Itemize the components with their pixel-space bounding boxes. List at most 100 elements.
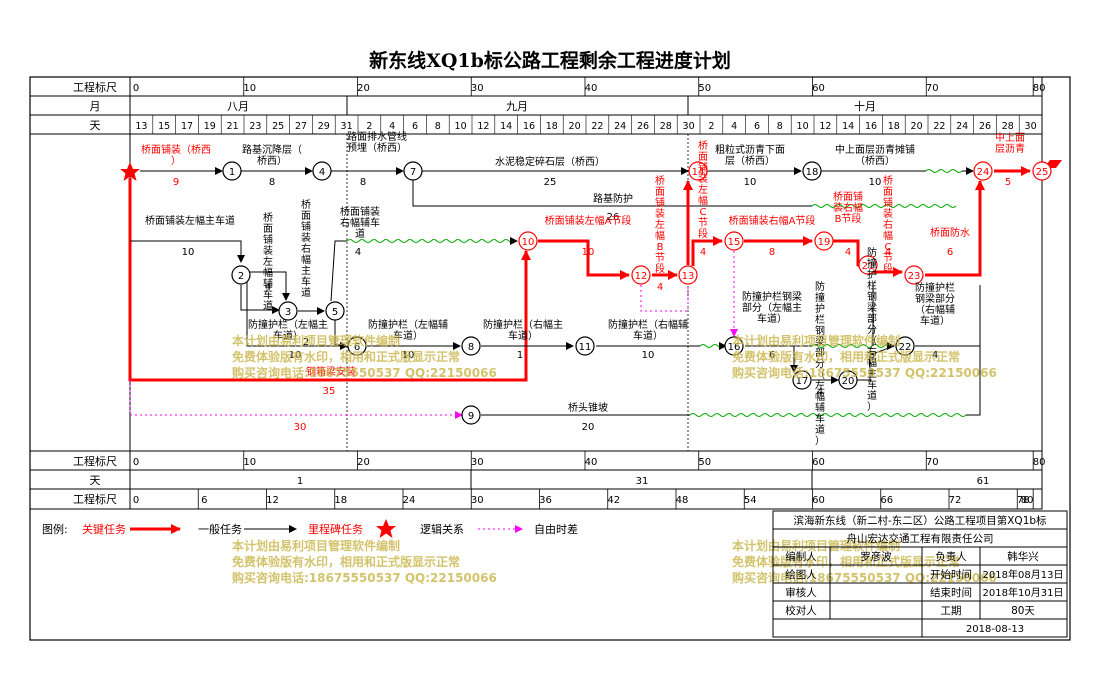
- day-label: 10: [797, 121, 809, 132]
- network-node: 16: [724, 336, 744, 356]
- network-node: 18: [802, 161, 822, 181]
- day-label: 4: [731, 121, 737, 132]
- info-company: 舟山宏达交通工程有限责任公司: [847, 532, 994, 545]
- node-number: 15: [728, 237, 741, 248]
- top-tick-label: 40: [585, 83, 598, 94]
- top-tick-label: 50: [698, 83, 711, 94]
- network-node: 20: [838, 370, 858, 390]
- bottom-tick-label: 80: [1033, 457, 1046, 468]
- milestone-star-icon: [120, 162, 140, 181]
- network-node: 1: [222, 161, 242, 181]
- info-period: 80天: [1011, 605, 1035, 617]
- task-duration: 4: [817, 387, 823, 398]
- node-number: 25: [1036, 167, 1049, 178]
- node-number: 3: [285, 307, 291, 318]
- day-label: 15: [158, 121, 170, 132]
- bottom-tick-label-2: 80: [1021, 495, 1034, 506]
- info-reviewer-label: 审核人: [785, 586, 817, 599]
- bottom-tick-label-2: 6: [201, 495, 207, 506]
- info-owner-label: 负责人: [935, 550, 967, 563]
- page-title: 新东线XQ1b标公路工程剩余工程进度计划: [369, 50, 731, 72]
- task-name: 中上面层沥青: [995, 131, 1025, 155]
- day-label: 24: [956, 121, 968, 132]
- day-label: 30: [1025, 121, 1037, 132]
- bottom-tick-label: 50: [698, 457, 711, 468]
- task-duration: 4: [932, 350, 938, 361]
- day-label: 24: [614, 121, 626, 132]
- task-duration: 26: [607, 212, 620, 223]
- watermark-text: 购买咨询电话:18675550537 QQ:22150066: [232, 570, 497, 585]
- watermark-text: 免费体验版有水印，相用和正式版显示正常: [732, 349, 960, 364]
- bottom-tick-label: 30: [471, 457, 484, 468]
- bottom-day-row-label: 天: [90, 474, 101, 487]
- task-duration: 10: [402, 350, 415, 361]
- node-number: 10: [522, 237, 535, 248]
- day-label: 2: [366, 121, 372, 132]
- day-label: 20: [569, 121, 581, 132]
- network-node: 22: [895, 336, 915, 356]
- watermark-text: 本计划由易利项目管理软件编制: [232, 538, 400, 553]
- node-number: 12: [635, 271, 648, 282]
- task-name: 防撞护栏（右幅辅车道）: [608, 318, 688, 342]
- task-duration: 6: [947, 247, 953, 258]
- watermark-text: 购买咨询电话:18675550537 QQ:22150066: [232, 365, 497, 380]
- day-label: 6: [412, 121, 418, 132]
- bottom-day-61: 61: [977, 476, 990, 487]
- day-label: 18: [546, 121, 558, 132]
- task-duration: 25: [544, 177, 557, 188]
- day-label: 20: [911, 121, 923, 132]
- day-label: 22: [933, 121, 945, 132]
- network-node: 25: [1032, 161, 1052, 181]
- day-row-label: 天: [90, 119, 101, 132]
- day-label: 30: [683, 121, 695, 132]
- task-name: 桥面防水: [930, 226, 970, 239]
- node-number: 13: [682, 271, 695, 282]
- legend-logic-label: 逻辑关系: [420, 522, 464, 536]
- info-period-label: 工期: [941, 605, 962, 617]
- task-name: 钢箱梁安装: [306, 365, 356, 378]
- top-tick-label: 30: [471, 83, 484, 94]
- chart-frame: [29, 76, 1043, 510]
- day-label: 14: [842, 121, 854, 132]
- task-name: 防撞护栏钢梁部分（左幅主车道）: [742, 290, 802, 325]
- day-label: 27: [295, 121, 307, 132]
- node-number: 5: [332, 307, 338, 318]
- bottom-day-1: 1: [297, 476, 303, 487]
- bottom-tick-label: 40: [585, 457, 598, 468]
- day-label: 28: [1002, 121, 1014, 132]
- bottom-tick-label: 10: [243, 457, 256, 468]
- bottom-tick-label-2: 48: [676, 495, 689, 506]
- day-label: 14: [500, 121, 512, 132]
- task-duration: 4: [657, 282, 663, 293]
- task-duration: 20: [582, 422, 595, 433]
- network-node: 21: [858, 255, 878, 275]
- bottom-tick-label: 60: [812, 457, 825, 468]
- node-number: 21: [862, 261, 875, 272]
- watermark-text: 本计划由易利项目管理软件编制: [732, 333, 900, 348]
- top-tick-label: 0: [133, 83, 139, 94]
- node-number: 24: [977, 167, 990, 178]
- day-label: 26: [979, 121, 991, 132]
- task-duration: 10: [582, 247, 595, 258]
- bottom-tick-label-2: 12: [266, 495, 279, 506]
- task-name: 桥面铺装右幅主车道: [301, 199, 311, 299]
- day-label: 28: [660, 121, 672, 132]
- top-tick-label: 80: [1033, 83, 1046, 94]
- task-duration: 35: [323, 386, 336, 397]
- bottom-tick-label: 20: [357, 457, 370, 468]
- node-number: 8: [468, 342, 474, 353]
- day-label: 29: [318, 121, 330, 132]
- network-node: 5: [325, 301, 345, 321]
- day-label: 18: [888, 121, 900, 132]
- day-label: 4: [389, 121, 395, 132]
- bottom-tick-label-2: 18: [334, 495, 347, 506]
- network-node: 7: [403, 161, 423, 181]
- bottom-tick-label-2: 30: [471, 495, 484, 506]
- task-name: 路基沉降层（桥西）: [242, 143, 302, 167]
- task-name: 路基防护: [593, 192, 633, 205]
- bottom-tick-label-2: 0: [133, 495, 139, 506]
- node-number: 17: [796, 376, 809, 387]
- month-september: 九月: [506, 100, 528, 113]
- node-number: 16: [728, 342, 741, 353]
